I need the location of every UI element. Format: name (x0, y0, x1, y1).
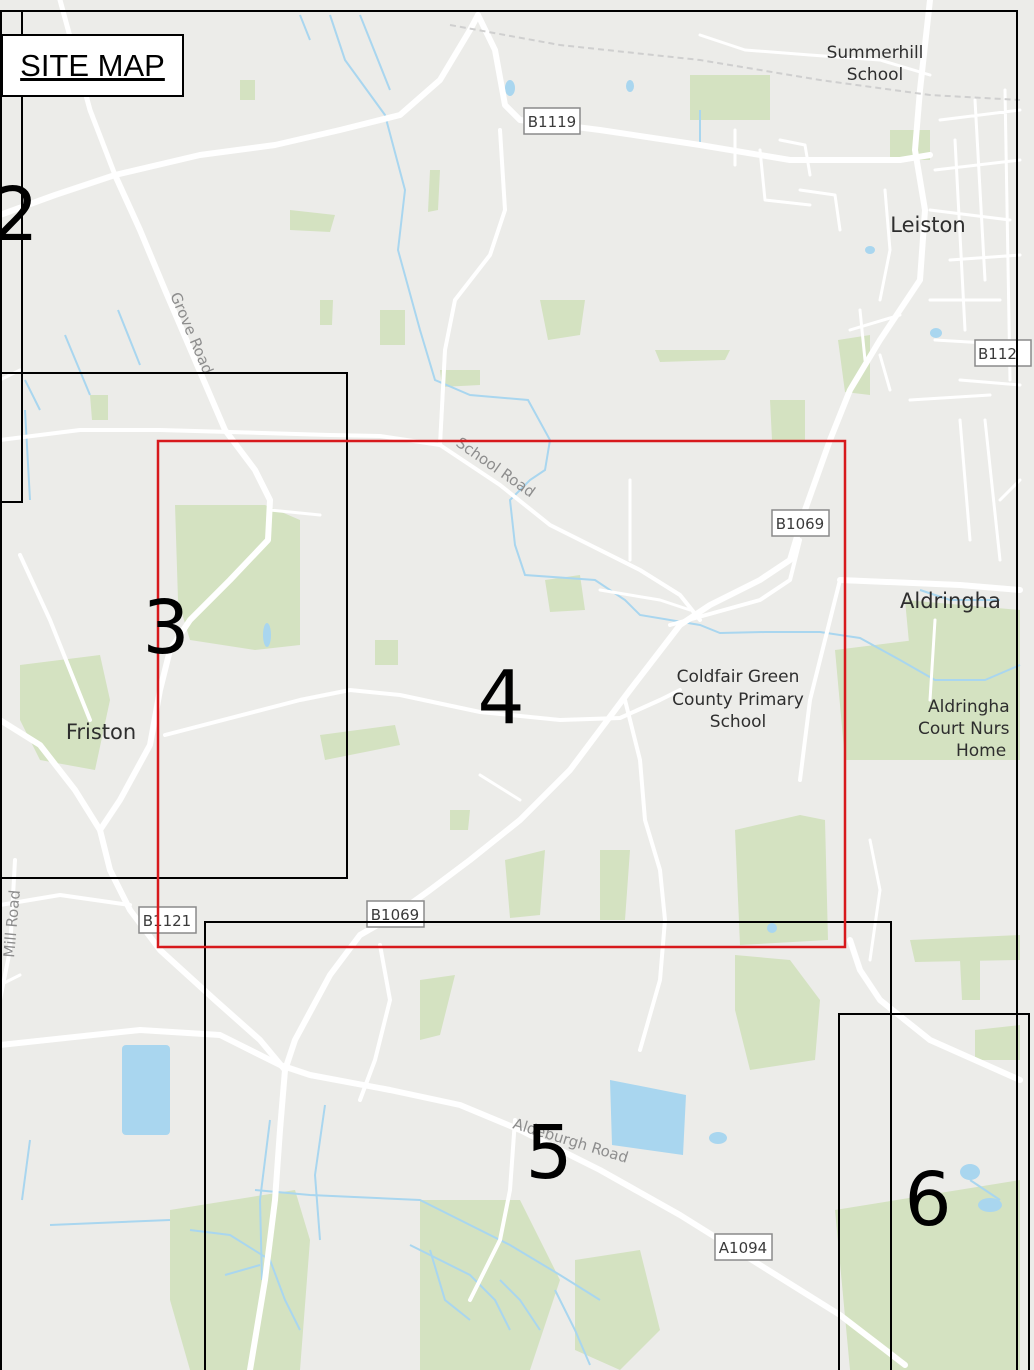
sheet-number-2: 2 (0, 172, 39, 258)
road-label-mill-road: Mill Road (0, 889, 24, 958)
place-labels: Summerhill School Leiston Aldringha Fris… (66, 43, 1010, 761)
sheet-frame-2 (0, 10, 23, 503)
sheet-number-4: 4 (477, 655, 524, 741)
svg-text:B1069: B1069 (371, 906, 419, 924)
place-label-nursing-1: Aldringha (928, 697, 1010, 717)
place-label-leiston: Leiston (890, 213, 965, 237)
place-label-nursing-2: Court Nurs (918, 719, 1010, 739)
sheet-frames (0, 10, 1030, 1370)
shield-a1094: A1094 (714, 1233, 773, 1261)
place-label-coldfair-2: County Primary (672, 690, 804, 710)
sheet-number-3: 3 (142, 585, 189, 671)
sheet-number-6: 6 (904, 1157, 951, 1243)
road-shields: B1119 B1069 B1069 B1121 B112 A1094 (138, 107, 1032, 1261)
place-label-nursing-3: Home (956, 741, 1006, 761)
sheet-frame-6 (838, 1013, 1030, 1370)
sheet-frame-4-highlight[interactable] (156, 439, 847, 949)
shield-b1119: B1119 (523, 107, 581, 135)
svg-text:B1069: B1069 (776, 515, 824, 533)
sheet-numbers: 2 3 4 5 6 (0, 172, 952, 1243)
map-title: SITE MAP (20, 47, 165, 83)
sheet-frame-3 (0, 372, 348, 879)
shield-b1069-south: B1069 (366, 900, 425, 928)
streams (21, 14, 1021, 1366)
svg-text:B1121: B1121 (143, 912, 191, 930)
map-title-box: SITE MAP (1, 34, 184, 97)
water-bodies (122, 80, 1002, 1212)
place-label-aldringham: Aldringha (900, 589, 1001, 613)
place-label-summerhill-2: School (847, 65, 903, 85)
place-label-coldfair-3: School (710, 712, 766, 732)
svg-text:A1094: A1094 (719, 1239, 767, 1257)
sheet-number-5: 5 (525, 1110, 572, 1196)
place-label-summerhill-1: Summerhill (827, 43, 924, 63)
disused-railway (449, 24, 1021, 101)
shield-b1121: B1121 (138, 906, 197, 934)
shield-b1069-north: B1069 (771, 509, 830, 537)
sheet-frame-5 (204, 921, 892, 1370)
place-label-friston: Friston (66, 720, 136, 744)
sheet-frame-outer (0, 10, 1018, 1370)
place-label-coldfair-1: Coldfair Green (677, 667, 800, 687)
svg-text:B1119: B1119 (528, 113, 576, 131)
shield-b112: B112 (974, 339, 1032, 367)
svg-text:B112: B112 (978, 345, 1017, 363)
